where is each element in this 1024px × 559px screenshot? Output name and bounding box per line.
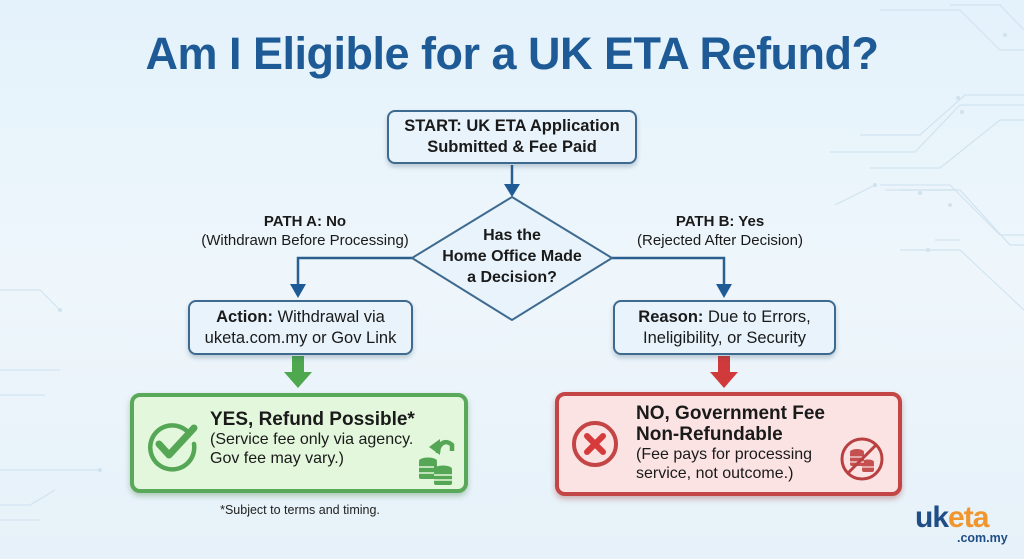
logo-wordmark: uketa bbox=[915, 503, 1010, 533]
decision-question: Has the Home Office Made a Decision? bbox=[412, 225, 612, 288]
logo-domain: .com.my bbox=[957, 531, 1008, 545]
path-a-subheading: (Withdrawn Before Processing) bbox=[201, 232, 409, 249]
action-line-1: Action: Withdrawal via bbox=[216, 307, 385, 328]
reason-line-1: Reason: Due to Errors, bbox=[638, 307, 810, 328]
path-b-subheading: (Rejected After Decision) bbox=[637, 232, 803, 249]
result-yes-title: YES, Refund Possible* bbox=[210, 409, 415, 430]
result-no-title-1: NO, Government Fee bbox=[636, 403, 825, 424]
path-a-label: PATH A: No (Withdrawn Before Processing) bbox=[190, 212, 420, 250]
coins-refund-icon bbox=[419, 439, 455, 485]
path-b-label: PATH B: Yes (Rejected After Decision) bbox=[605, 212, 835, 250]
decision-line-2: Home Office Made bbox=[442, 248, 582, 265]
uketa-logo: uketa .com.my bbox=[915, 503, 1010, 546]
red-arrow bbox=[710, 356, 738, 388]
result-no-line-2: service, not outcome.) bbox=[636, 465, 794, 482]
decision-diamond bbox=[410, 195, 614, 322]
check-circle-icon bbox=[148, 423, 198, 472]
reason-box: Reason: Due to Errors, Ineligibility, or… bbox=[613, 300, 836, 355]
path-a-heading: PATH A: No bbox=[263, 213, 347, 230]
reason-label: Reason: bbox=[638, 307, 704, 326]
start-line-2: Submitted & Fee Paid bbox=[427, 138, 597, 156]
logo-uk: uk bbox=[915, 501, 949, 534]
green-arrow bbox=[284, 356, 312, 388]
page-title: Am I Eligible for a UK ETA Refund? bbox=[145, 28, 879, 79]
reason-line-2: Ineligibility, or Security bbox=[643, 328, 806, 347]
decision-line-3: a Decision? bbox=[467, 269, 557, 286]
start-box: START: UK ETA Application Submitted & Fe… bbox=[387, 110, 637, 164]
result-no-line-1: (Fee pays for processing bbox=[636, 446, 813, 463]
action-label: Action: bbox=[216, 307, 273, 326]
result-no-title-2: Non-Refundable bbox=[636, 424, 783, 445]
action-text: Withdrawal via bbox=[277, 307, 385, 326]
result-yes-line-1: (Service fee only via agency. bbox=[210, 431, 414, 448]
logo-eta: eta bbox=[948, 501, 989, 534]
result-yes-line-2: Gov fee may vary.) bbox=[210, 450, 344, 467]
action-box: Action: Withdrawal via uketa.com.my or G… bbox=[188, 300, 413, 355]
action-line-2: uketa.com.my or Gov Link bbox=[204, 328, 397, 347]
x-circle-icon bbox=[572, 421, 618, 467]
reason-text: Due to Errors, bbox=[708, 307, 811, 326]
result-no-text: NO, Government Fee Non-Refundable (Fee p… bbox=[636, 403, 856, 483]
result-yes-text: YES, Refund Possible* (Service fee only … bbox=[210, 409, 430, 468]
no-coins-icon bbox=[840, 437, 884, 481]
result-yes-box: YES, Refund Possible* (Service fee only … bbox=[130, 393, 468, 493]
footnote: *Subject to terms and timing. bbox=[220, 503, 380, 517]
result-no-box: NO, Government Fee Non-Refundable (Fee p… bbox=[555, 392, 902, 496]
decision-line-1: Has the bbox=[483, 227, 541, 244]
start-line-1: START: UK ETA Application bbox=[404, 117, 620, 135]
path-b-heading: PATH B: Yes bbox=[675, 213, 765, 230]
